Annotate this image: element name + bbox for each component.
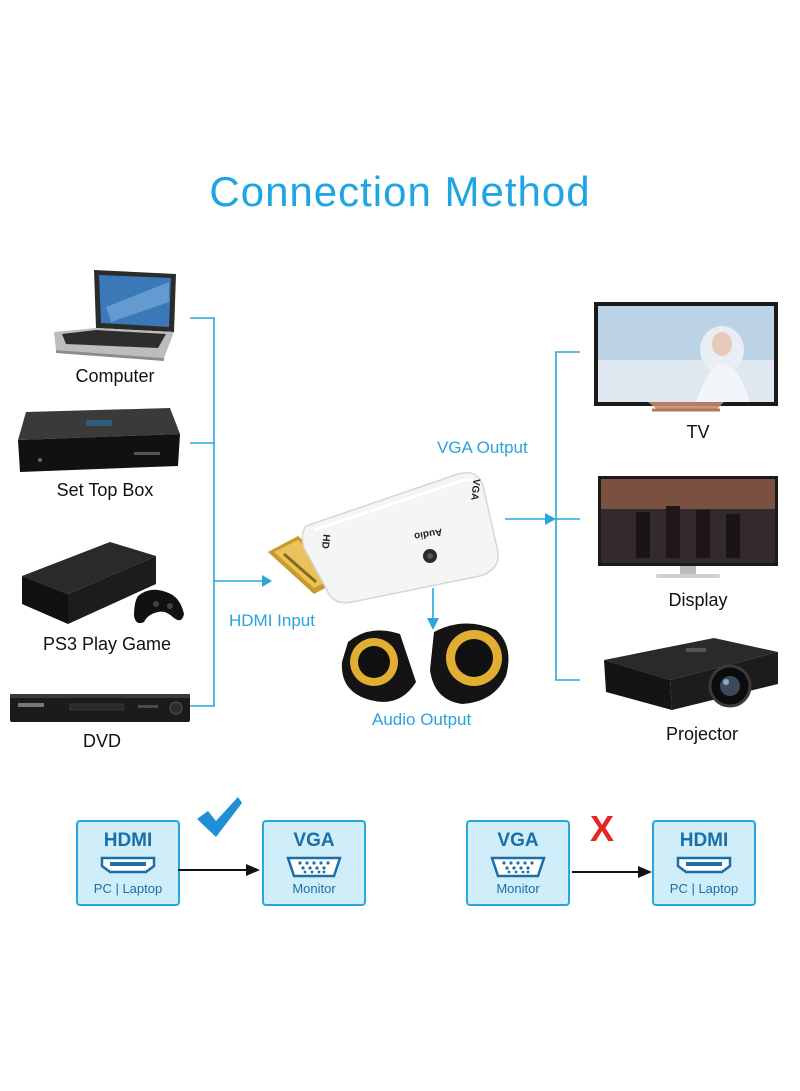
compat-unsupported-to-sub: PC | Laptop — [669, 881, 739, 896]
source-label-ps3: PS3 Play Game — [42, 634, 172, 654]
dvd-player-icon — [10, 694, 190, 722]
speakers-icon — [341, 623, 509, 704]
vga-port-icon — [490, 856, 546, 878]
compat-unsupported-to-box: HDMI PC | Laptop — [652, 820, 756, 906]
hdmi-port-icon — [676, 856, 732, 874]
hdmi-vga-adapter-icon — [268, 472, 499, 604]
compat-unsupported-arrow — [572, 866, 652, 878]
compat-supported-to-sub: Monitor — [292, 881, 336, 896]
compat-supported-arrow — [178, 864, 260, 876]
source-label-set-top-box: Set Top Box — [56, 480, 154, 500]
audio-output-label: Audio Output — [372, 710, 472, 729]
port-label-vga: VGA — [468, 478, 482, 501]
destination-label-display: Display — [668, 590, 728, 610]
compat-supported-to-title: VGA — [293, 830, 335, 851]
compat-supported-from-box: HDMI PC | Laptop — [76, 820, 180, 906]
compat-unsupported-to-title: HDMI — [679, 830, 729, 851]
destination-label-projector: Projector — [665, 724, 739, 744]
set-top-box-icon — [18, 408, 180, 472]
port-label-hd: HD — [319, 533, 332, 550]
destination-label-tv: TV — [686, 422, 710, 442]
compat-supported-from-sub: PC | Laptop — [93, 881, 163, 896]
compat-unsupported-from-title: VGA — [497, 830, 539, 851]
display-icon — [598, 476, 778, 578]
source-label-dvd: DVD — [82, 731, 121, 751]
vga-output-label: VGA Output — [437, 438, 528, 457]
vga-port-icon — [286, 856, 342, 878]
game-console-icon — [22, 542, 184, 624]
page-title: Connection Method — [209, 168, 591, 215]
check-mark-icon — [197, 797, 242, 837]
tv-icon — [594, 302, 778, 412]
compat-unsupported-from-sub: Monitor — [496, 881, 540, 896]
hdmi-input-label: HDMI Input — [229, 611, 315, 630]
laptop-icon — [54, 270, 176, 361]
hdmi-port-icon — [100, 856, 156, 874]
compat-unsupported-from-box: VGA Monitor — [466, 820, 570, 906]
cross-mark-icon: X — [590, 808, 615, 849]
compat-supported-to-box: VGA Monitor — [262, 820, 366, 906]
projector-icon — [604, 638, 778, 710]
compat-supported-from-title: HDMI — [103, 830, 153, 851]
source-label-computer: Computer — [75, 366, 155, 386]
